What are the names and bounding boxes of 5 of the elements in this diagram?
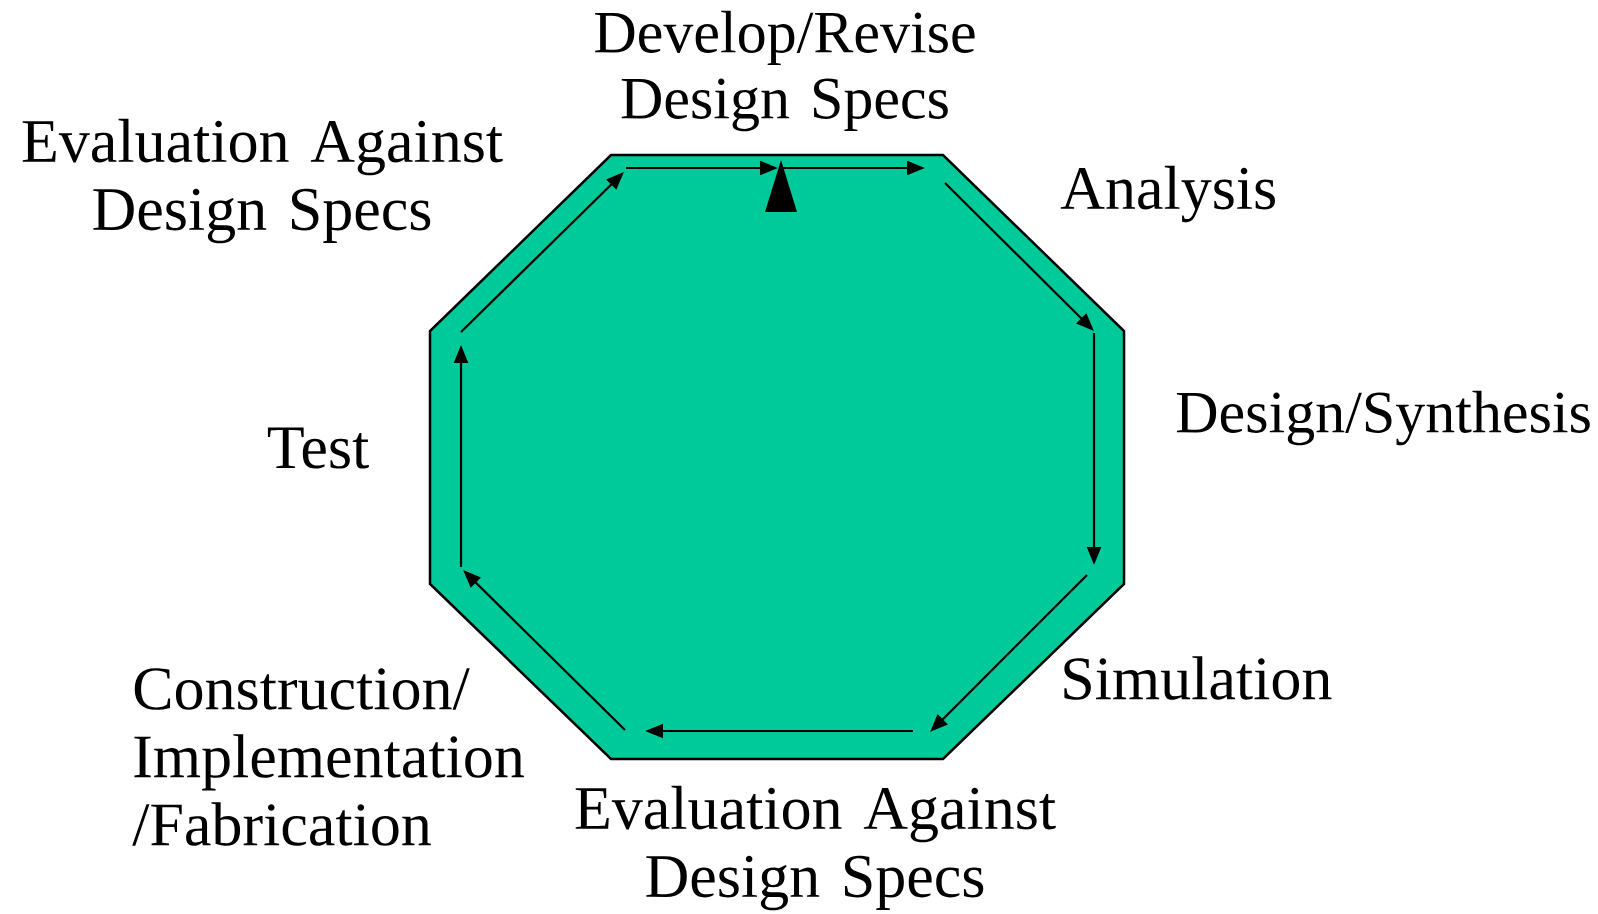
stage-label: Analysis — [1060, 165, 1275, 223]
stage-label: Simulation — [1064, 656, 1332, 700]
stage-label: Evaluation Against Design Specs — [22, 118, 503, 244]
stage-label: Construction/ Implementation /Fabrication — [132, 668, 524, 846]
stage-label: Test — [267, 427, 369, 469]
